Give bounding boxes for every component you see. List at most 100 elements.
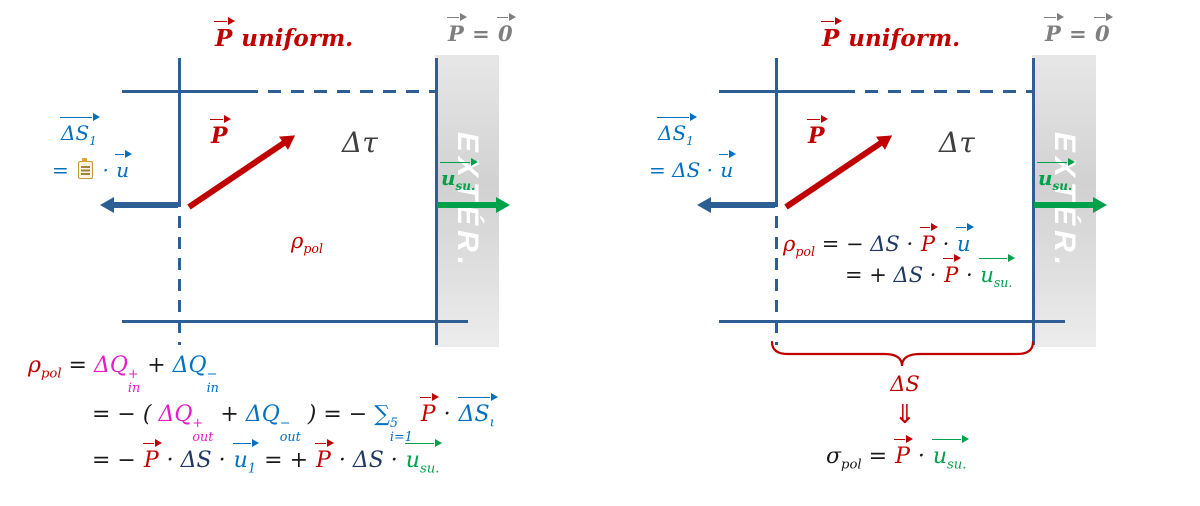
brace-ds-label: ΔS <box>890 372 920 396</box>
p-zero-title: P = 0 <box>1044 13 1113 46</box>
p-vector-term: P <box>943 253 962 287</box>
clipboard-icon <box>78 158 94 179</box>
box-left-edge-dashed <box>775 195 778 345</box>
ds1-surface-arrow <box>710 202 775 208</box>
usu-vector-term: usu. <box>404 439 443 477</box>
implies-down-arrow: ⇓ <box>894 400 916 430</box>
ds-term: ΔS <box>180 448 212 473</box>
ds1-definition: = · u <box>52 150 132 182</box>
dot-operator: · <box>436 402 458 427</box>
ds-term: ΔS <box>352 448 384 473</box>
exterior-region: EXTÉR. <box>435 55 499 347</box>
outward-normal-arrow <box>437 202 497 208</box>
ds-term: ΔS <box>893 263 924 287</box>
equals: = <box>464 21 498 46</box>
delta-s-underbrace <box>770 340 1035 368</box>
dot-operator: · <box>211 448 233 473</box>
operator-run: ) = − <box>300 402 375 427</box>
p-uniform-title: P uniform. <box>214 17 354 52</box>
u-vector-term: u <box>956 222 974 256</box>
zero-vector-symbol: 0 <box>497 13 516 46</box>
dot-operator: · <box>899 232 920 256</box>
rho-pol-label: ρpol <box>291 229 324 257</box>
ds-term: ΔS <box>672 158 701 182</box>
p-vector-symbol: P <box>821 17 843 52</box>
dq-plus-in-term: ΔQ+in <box>93 353 141 396</box>
box-left-edge-dashed <box>178 195 181 345</box>
dq-minus-in-term: ΔQ−in <box>172 353 219 396</box>
p-vector-symbol: P <box>210 115 231 149</box>
box-top-edge <box>719 90 842 93</box>
polarization-vector-arrow <box>784 140 884 210</box>
box-top-edge <box>122 90 245 93</box>
operator-run: = − <box>92 448 143 473</box>
underbrace-shape <box>770 340 1035 367</box>
rho-equation-line-1: ρpol = ΔQ+in + ΔQ−in <box>28 352 219 396</box>
dot-operator: · <box>96 158 116 182</box>
box-left-edge <box>775 58 778 195</box>
u-vector-symbol: u <box>719 150 737 182</box>
ds-term: ΔS <box>870 232 900 256</box>
dot-operator: · <box>383 448 405 473</box>
rho-equation-line-a: ρpol = − ΔS · P · u <box>783 222 974 260</box>
rho-pol-term: ρpol <box>783 232 816 260</box>
plus-operator: + <box>140 353 173 378</box>
operator-run: = − <box>815 232 871 256</box>
p-vector-term: P <box>315 439 334 473</box>
p-arrow-label: P <box>210 115 231 149</box>
dot-operator: · <box>331 448 353 473</box>
ds1-vector-symbol: ΔS1 <box>657 113 697 148</box>
subscript: su. <box>1052 179 1073 193</box>
outward-normal-arrow <box>1034 202 1094 208</box>
usu-label: usu. <box>440 158 479 193</box>
uniform-text: uniform. <box>233 25 354 52</box>
box-bottom-edge <box>719 320 1065 323</box>
p-vector-symbol: P <box>807 115 828 149</box>
rho-equation-line-b: = + ΔS · P · usu. <box>845 253 1016 291</box>
p-vector-symbol: P <box>1044 13 1064 46</box>
equals: = <box>61 353 94 378</box>
box-bottom-edge <box>122 320 468 323</box>
operator-run: = − ( <box>92 402 159 427</box>
box-left-edge <box>178 58 181 195</box>
rho-pol-term: ρpol <box>28 353 62 382</box>
subscript: 1 <box>89 134 97 148</box>
p-zero-title: P = 0 <box>447 13 516 46</box>
p-vector-term: P <box>894 435 913 469</box>
p-arrow-label: P <box>807 115 828 149</box>
usu-label: usu. <box>1037 158 1076 193</box>
dot-operator: · <box>923 263 944 287</box>
p-vector-symbol: P <box>214 17 236 52</box>
usu-vector-symbol: usu. <box>440 158 479 193</box>
p-vector-term: P <box>142 439 162 473</box>
ds-i-vector-term: ΔSι <box>457 393 498 431</box>
subscript: 1 <box>686 134 694 148</box>
volume-element-label: Δτ <box>342 126 378 159</box>
rho-equation-line-3: = − P · ΔS · u1 = + P · ΔS · usu. <box>92 439 443 478</box>
dq-minus-out-term: ΔQ−out <box>245 402 301 445</box>
operator-run: = + <box>257 448 316 473</box>
dot-operator: · <box>700 158 720 182</box>
operator-run: = + <box>845 263 894 287</box>
plus-operator: + <box>213 402 246 427</box>
dq-plus-out-term: ΔQ+out <box>158 402 214 445</box>
p-vector-term: P <box>919 222 939 256</box>
sigma-pol-term: σpol <box>826 444 862 473</box>
dot-operator: · <box>910 444 932 469</box>
p-uniform-title: P uniform. <box>821 17 960 52</box>
exterior-label: EXTÉR. <box>1048 131 1082 271</box>
zero-vector-symbol: 0 <box>1094 13 1113 46</box>
dot-operator: · <box>959 263 980 287</box>
volume-element-label: Δτ <box>939 126 975 159</box>
usu-vector-term: usu. <box>931 435 970 473</box>
p-vector-term: P <box>419 393 439 427</box>
box-top-edge-dashed <box>842 90 1032 93</box>
ds1-label: ΔS1 <box>657 113 697 148</box>
equals: = <box>649 158 673 182</box>
usu-vector-term: usu. <box>979 254 1016 291</box>
box-top-edge-dashed <box>245 90 435 93</box>
